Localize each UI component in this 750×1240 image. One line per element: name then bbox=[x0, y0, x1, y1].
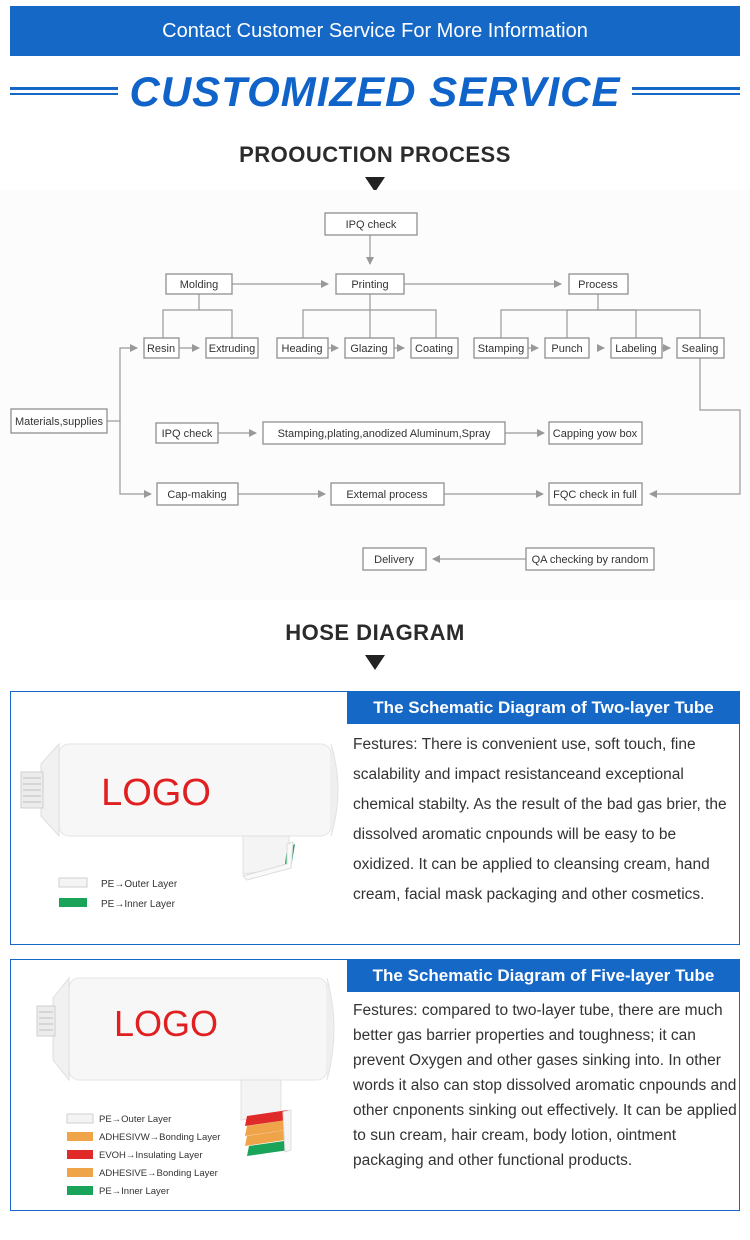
node-stamping-plating-box bbox=[262, 421, 506, 445]
contact-banner-text: Contact Customer Service For More Inform… bbox=[162, 19, 588, 42]
node-qa: QA checking by random bbox=[532, 554, 649, 566]
node-coating-box bbox=[410, 337, 459, 359]
production-process-title: PROOUCTION PROCESS bbox=[239, 142, 511, 167]
node-stamping: Stamping bbox=[478, 343, 524, 355]
node-fqc-box bbox=[548, 482, 643, 506]
two-layer-logo-text: LOGO bbox=[101, 772, 211, 814]
two-layer-legend-outer: PE→Outer Layer bbox=[101, 879, 178, 890]
down-arrow-icon bbox=[365, 177, 385, 192]
node-capping: Capping yow box bbox=[553, 428, 638, 440]
node-fqc: FQC check in full bbox=[553, 489, 637, 501]
node-punch-box bbox=[544, 337, 590, 359]
node-delivery-box bbox=[362, 547, 427, 571]
two-layer-legend-inner: PE→Inner Layer bbox=[101, 899, 176, 910]
node-punch: Punch bbox=[551, 343, 582, 355]
five-layer-legend-1: ADHESIVW→Bonding Layer bbox=[99, 1132, 220, 1143]
five-layer-legend-0: PE→Outer Layer bbox=[99, 1114, 171, 1125]
two-layer-tube-image: LOGO PE→Outer Layer PE→Inner Layer bbox=[11, 692, 347, 944]
node-extruding-box bbox=[205, 337, 259, 359]
node-external: Extemal process bbox=[346, 489, 428, 501]
node-heading-box bbox=[276, 337, 329, 359]
node-capmaking: Cap-making bbox=[167, 489, 226, 501]
customized-service-header: CUSTOMIZED SERVICE bbox=[0, 62, 750, 122]
node-glazing: Glazing bbox=[350, 343, 387, 355]
node-process-box bbox=[568, 273, 629, 295]
node-labeling: Labeling bbox=[615, 343, 657, 355]
node-materials-box bbox=[10, 408, 108, 434]
node-ipq-top: IPQ check bbox=[346, 219, 397, 231]
node-stamping-plating: Stamping,plating,anodized Aluminum,Spray bbox=[278, 428, 491, 440]
two-layer-tube-heading: The Schematic Diagram of Two-layer Tube bbox=[347, 692, 740, 724]
five-layer-legend-2: EVOH→Insulating Layer bbox=[99, 1150, 203, 1161]
five-layer-tube-card: LOGO PE→Outer Layer ADHESIVW→Bonding Lay… bbox=[10, 959, 740, 1211]
node-coating: Coating bbox=[415, 343, 453, 355]
node-molding: Molding bbox=[180, 279, 219, 291]
right-divider bbox=[632, 87, 740, 95]
node-resin-box bbox=[143, 337, 180, 359]
node-stamping-box bbox=[473, 337, 529, 359]
two-layer-tube-illustration: LOGO PE→Outer Layer PE→Inner Layer bbox=[20, 742, 339, 910]
node-ipq-mid: IPQ check bbox=[162, 428, 213, 440]
node-ipq-top-box bbox=[324, 212, 418, 236]
node-capmaking-box bbox=[156, 482, 239, 506]
five-layer-legend-4: PE→Inner Layer bbox=[99, 1186, 169, 1197]
down-arrow-icon bbox=[365, 655, 385, 670]
node-materials: Materials,supplies bbox=[15, 416, 104, 428]
customized-service-title: CUSTOMIZED SERVICE bbox=[129, 68, 621, 115]
legend-swatch-outer bbox=[58, 877, 88, 888]
five-layer-legend-3: ADHESIVE→Bonding Layer bbox=[99, 1168, 218, 1179]
node-heading: Heading bbox=[282, 343, 323, 355]
five-layer-tube-image: LOGO PE→Outer Layer ADHESIVW→Bonding Lay… bbox=[11, 960, 347, 1210]
five-layer-tube-description: Festures: compared to two-layer tube, th… bbox=[353, 1002, 737, 1169]
two-layer-tube-description: Festures: There is convenient use, soft … bbox=[353, 736, 727, 903]
node-delivery: Delivery bbox=[374, 554, 414, 566]
two-layer-tube-card: LOGO PE→Outer Layer PE→Inner Layer The S… bbox=[10, 691, 740, 945]
node-ipq-mid-box bbox=[155, 422, 219, 444]
node-qa-box bbox=[525, 547, 655, 571]
node-sealing: Sealing bbox=[682, 343, 719, 355]
node-process: Process bbox=[578, 279, 618, 291]
node-molding-box bbox=[165, 273, 233, 295]
five-layer-tube-illustration: LOGO PE→Outer Layer ADHESIVW→Bonding Lay… bbox=[36, 976, 335, 1197]
node-extruding: Extruding bbox=[209, 343, 255, 355]
node-labeling-box bbox=[610, 337, 663, 359]
legend-swatch-inner bbox=[59, 898, 87, 907]
production-flowchart: IPQ check Molding Printing Process Resin… bbox=[0, 190, 750, 600]
node-capping-box bbox=[548, 421, 643, 445]
node-printing-box bbox=[335, 273, 405, 295]
node-glazing-box bbox=[344, 337, 395, 359]
left-divider bbox=[10, 87, 118, 95]
contact-banner[interactable]: Contact Customer Service For More Inform… bbox=[10, 6, 740, 56]
node-external-box bbox=[330, 482, 445, 506]
node-sealing-box bbox=[676, 337, 725, 359]
five-layer-logo-text: LOGO bbox=[114, 1003, 218, 1044]
node-printing: Printing bbox=[351, 279, 388, 291]
five-layer-tube-heading: The Schematic Diagram of Five-layer Tube bbox=[347, 960, 740, 992]
node-resin: Resin bbox=[147, 343, 175, 355]
flowchart-svg: IPQ check Molding Printing Process Resin… bbox=[10, 212, 741, 571]
hose-diagram-title: HOSE DIAGRAM bbox=[285, 620, 465, 645]
